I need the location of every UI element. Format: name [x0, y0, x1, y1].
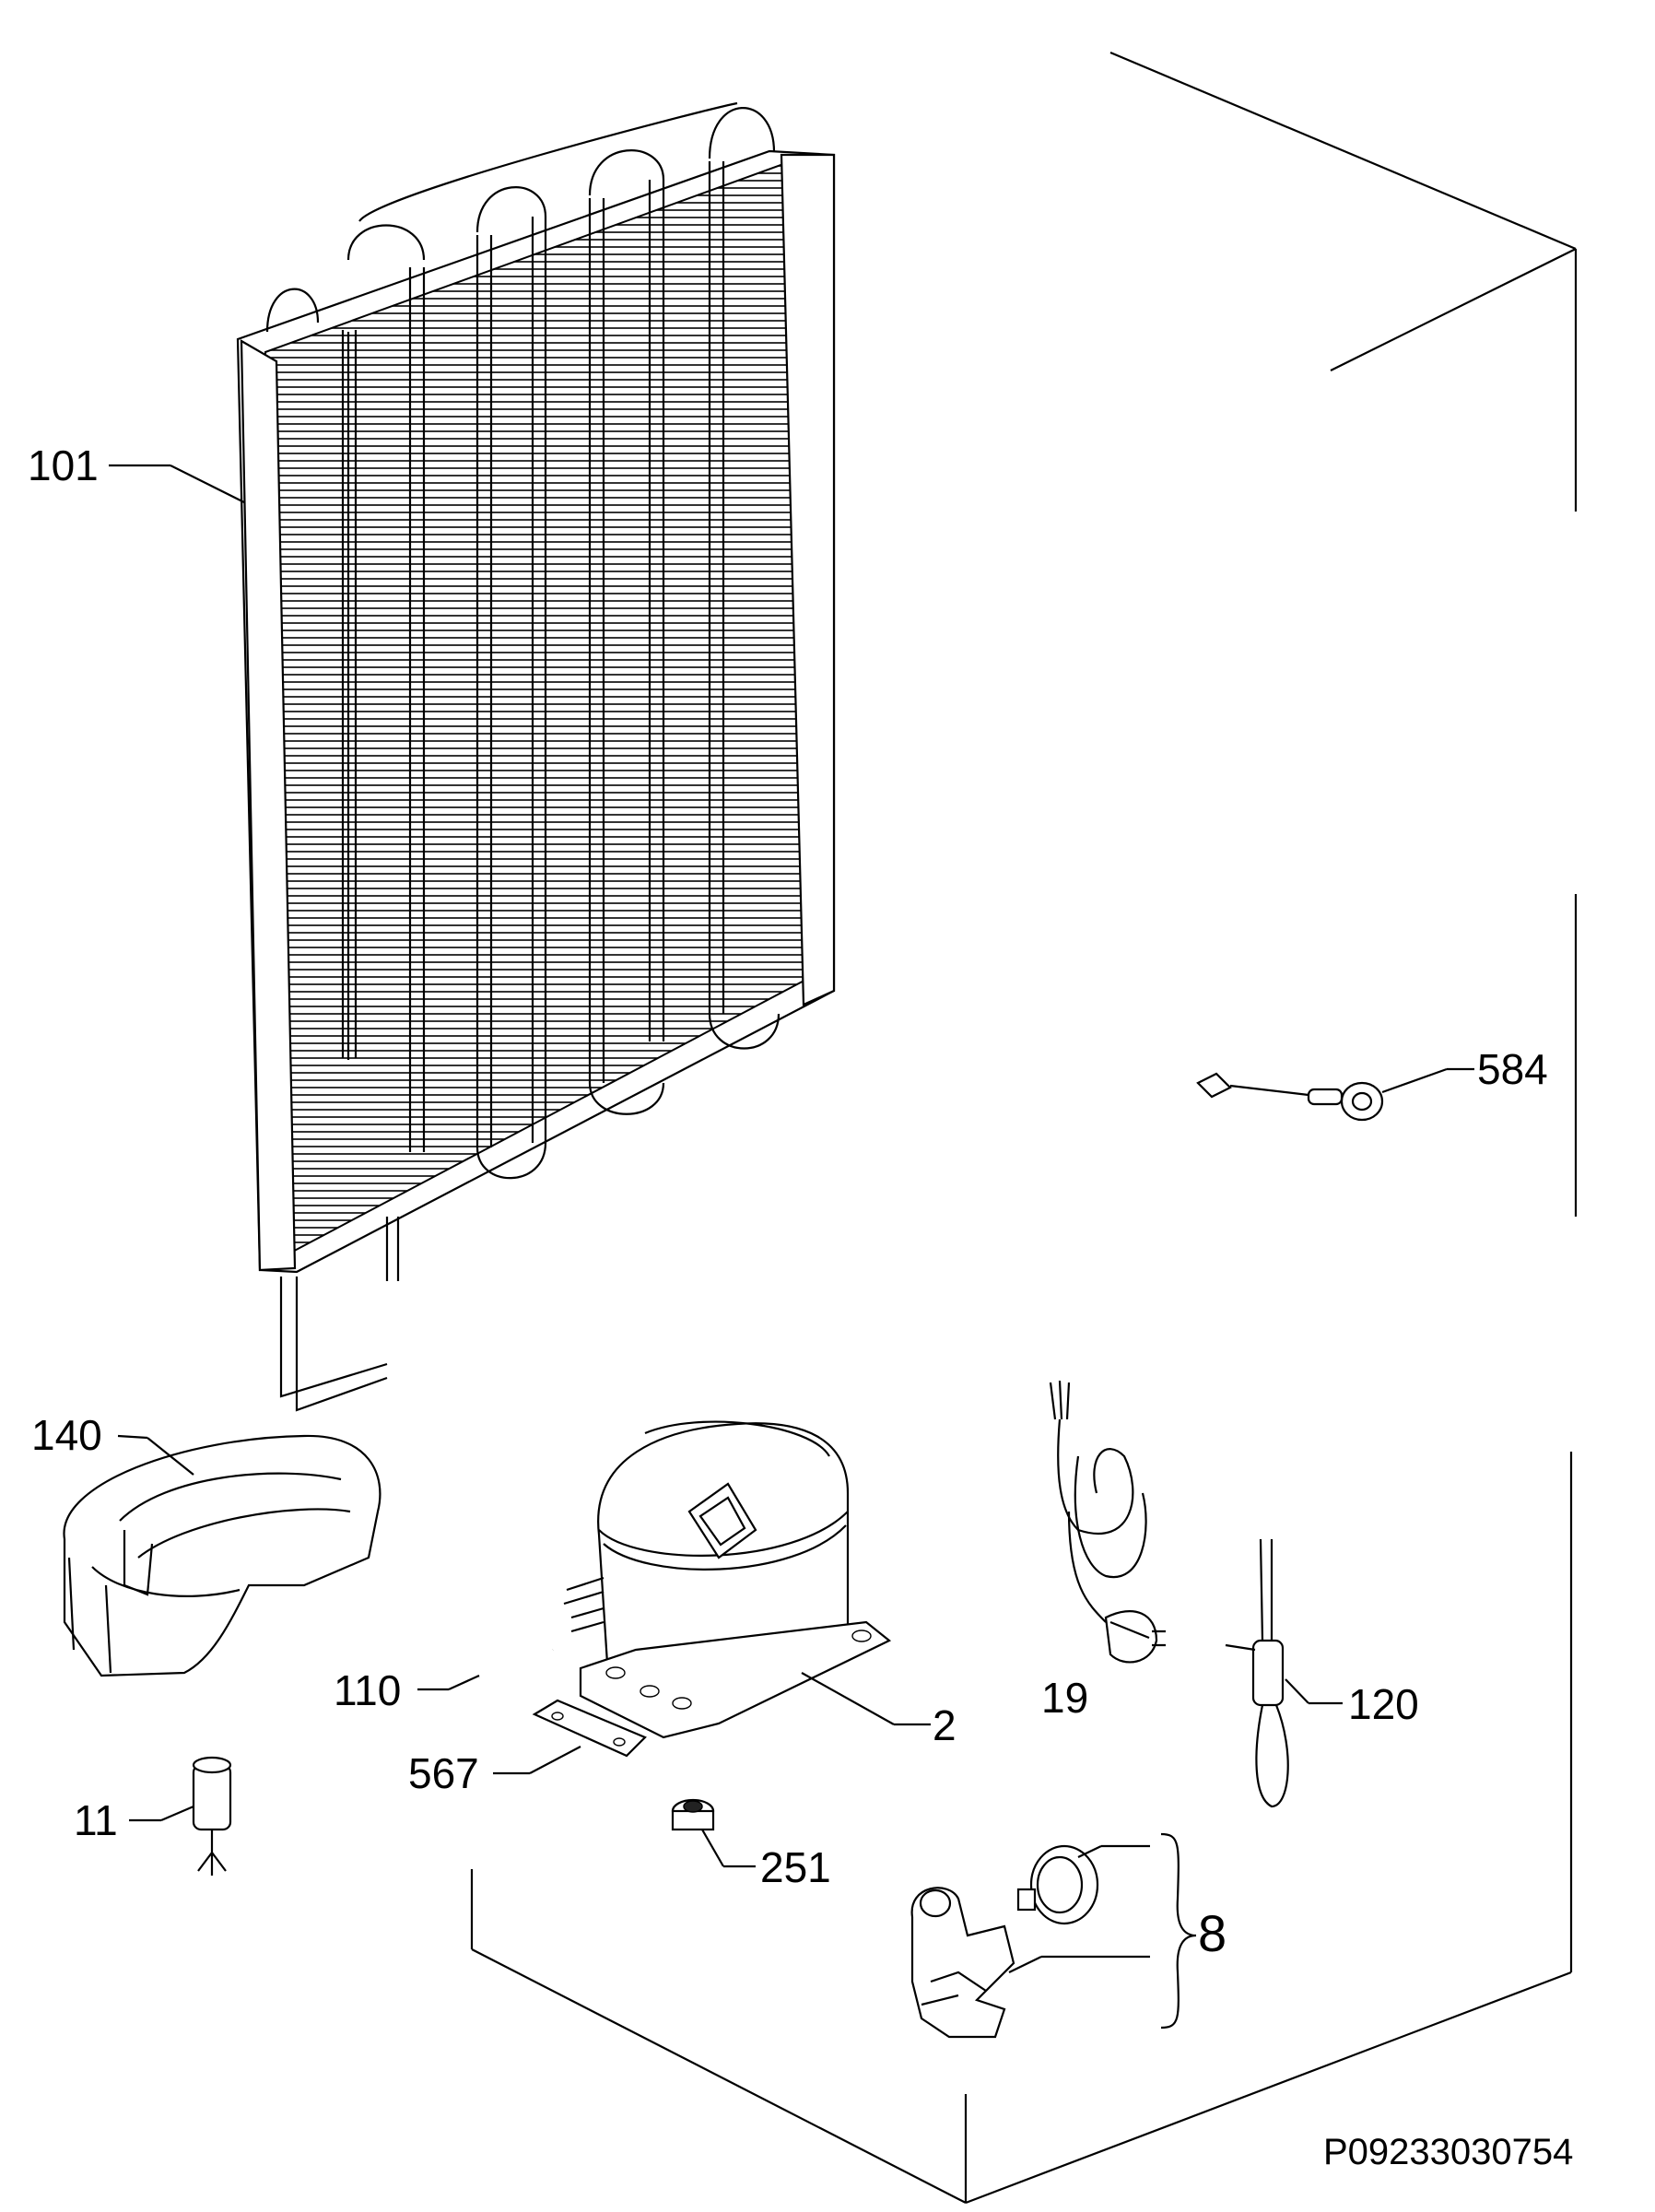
- sensor-part: [1196, 1072, 1384, 1122]
- mounting-plate-part: [532, 1699, 647, 1758]
- power-cord-part: [1049, 1380, 1166, 1664]
- drip-tray-part: [63, 1434, 381, 1677]
- label-pipe: 110: [334, 1666, 401, 1714]
- connector-part: [192, 1756, 232, 1876]
- condenser-part: [236, 101, 836, 1412]
- part-labels: 101 140 584 110 2 19 120 567 11 251 8: [28, 441, 1548, 1962]
- condenser-tubes: [265, 101, 781, 1412]
- label-mounting-plate: 567: [408, 1749, 479, 1797]
- label-heater: 120: [1348, 1680, 1419, 1728]
- leader-lines: [109, 464, 1474, 2030]
- label-compressor: 2: [933, 1701, 957, 1749]
- relay-group-part: [910, 1844, 1099, 2039]
- cabinet-outline: [470, 51, 1578, 2205]
- pipe-part: [478, 1647, 554, 1680]
- label-drip-tray: 140: [31, 1411, 102, 1459]
- label-connector: 11: [74, 1796, 118, 1844]
- compressor-part: [563, 1420, 892, 1739]
- label-grommet: 251: [760, 1843, 831, 1891]
- label-condenser: 101: [28, 441, 99, 489]
- grommet-part: [671, 1798, 715, 1831]
- label-relay-group: 8: [1198, 1904, 1227, 1962]
- label-power-cord: 19: [1041, 1674, 1088, 1722]
- label-sensor: 584: [1477, 1045, 1548, 1093]
- reference-code: P09233030754: [1323, 2132, 1573, 2172]
- heater-part: [1225, 1538, 1289, 1808]
